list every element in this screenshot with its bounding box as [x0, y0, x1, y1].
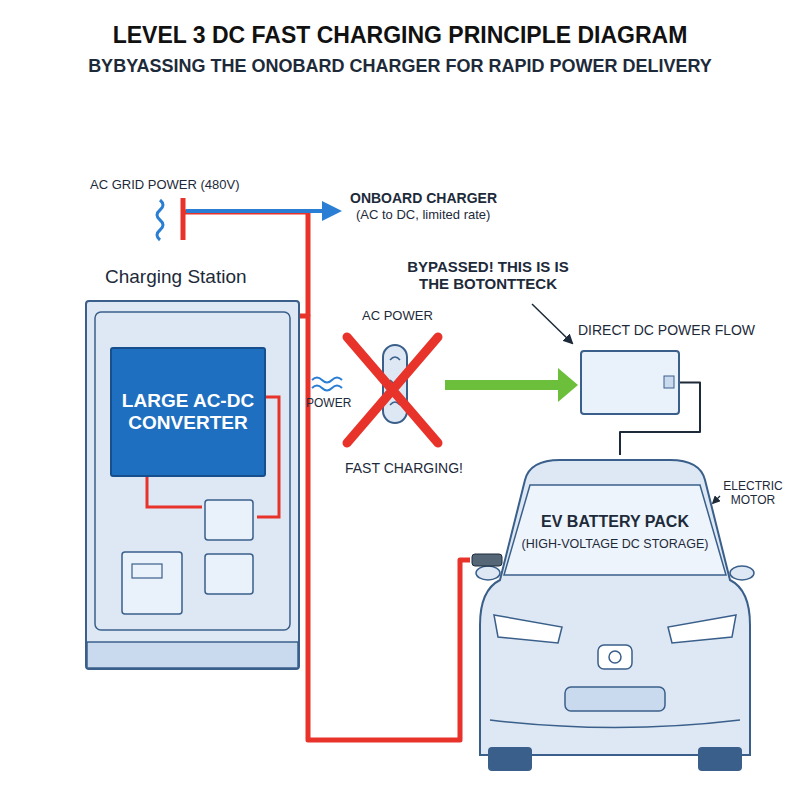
battery-note: (HIGH-VOLTAGE DC STORAGE): [470, 537, 760, 551]
onboard-charger-note: (AC to DC, limited rate): [356, 208, 490, 223]
car-outline: [470, 455, 760, 775]
diagram-title: LEVEL 3 DC FAST CHARGING PRINCIPLE DIAGR…: [0, 22, 800, 48]
dc-box-terminal: [664, 376, 674, 388]
dc-flow-arrow: [445, 380, 562, 390]
car-mirror: [730, 566, 754, 580]
motor-label: ELECTRIC MOTOR: [722, 480, 784, 508]
diagram-subtitle: BYBYASSING THE ONOBARD CHARGER FOR RAPID…: [0, 56, 800, 77]
station-cabinet-detail: [132, 564, 162, 578]
ac-flow-arrow: [186, 209, 338, 213]
station-cabinet: [122, 552, 182, 614]
bottleneck-leader: [532, 304, 572, 343]
converter-box: LARGE AC-DC CONVERTER: [110, 347, 266, 477]
battery-heading: EV BATTERY PACK: [470, 513, 760, 531]
car-headlight: [668, 615, 736, 643]
ev-car: EV BATTERY PACK (HIGH-VOLTAGE DC STORAGE): [470, 455, 760, 775]
power-wave-symbol: [312, 378, 342, 391]
grid-power-label: AC GRID POWER (480V): [90, 178, 240, 193]
station-inner-panel: [95, 312, 290, 630]
ac-wave-symbol: [157, 200, 163, 240]
car-body: [480, 460, 750, 755]
power-label: POWER: [306, 397, 351, 411]
dc-flow-arrowhead: [558, 368, 578, 402]
converter-text: LARGE AC-DC CONVERTER: [118, 390, 258, 434]
car-charge-port-plug: [609, 651, 621, 663]
dc-box: DIRECT DC POWER FLOW: [580, 350, 680, 415]
charging-cable: [300, 316, 470, 740]
car-charge-port: [598, 645, 632, 669]
bottleneck-callout: BYPASSED! THIS IS IS THE BOTONTTECK: [398, 258, 578, 293]
station-heading: Charging Station: [105, 266, 247, 288]
station-base: [87, 642, 298, 668]
car-inlet-plug: [472, 554, 502, 566]
car-wheel: [698, 747, 742, 771]
car-grille: [565, 687, 665, 711]
car-wheel: [488, 747, 532, 771]
bypass-cross: [347, 337, 438, 443]
car-headlight: [494, 615, 562, 643]
dc-box-detail: [582, 352, 678, 413]
car-bumper: [490, 720, 740, 728]
car-mirror: [476, 566, 500, 580]
dc-box-heading: DIRECT DC POWER FLOW: [578, 322, 755, 338]
ac-power-label: AC POWER: [362, 309, 433, 324]
onboard-charger-label: ONBOARD CHARGER: [350, 190, 497, 206]
station-module: [205, 554, 253, 594]
grid-feed-wire: [183, 198, 308, 316]
fast-charging-label: FAST CHARGING!: [345, 460, 463, 476]
station-module: [205, 500, 253, 540]
charging-station: Charging StationLARGE AC-DC CONVERTER: [85, 300, 300, 670]
motor-leader: [713, 496, 720, 503]
